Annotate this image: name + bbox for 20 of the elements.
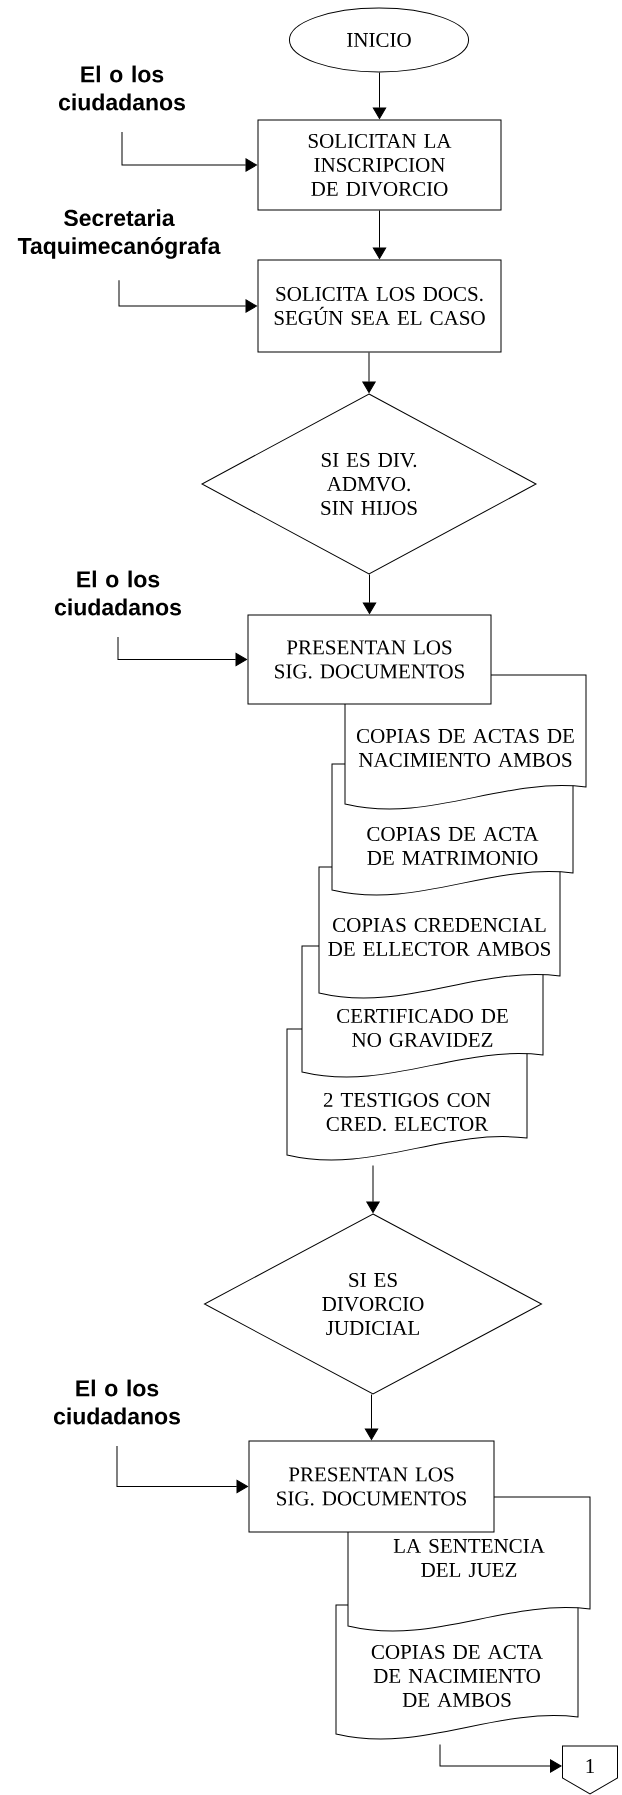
process-box: SOLICITA LOS DOCS. SEGÚN SEA EL CASO	[257, 259, 502, 353]
arrow	[362, 352, 376, 393]
arrow	[118, 279, 257, 313]
arrow	[121, 131, 257, 172]
arrow	[366, 1165, 380, 1213]
actor-label: El o los ciudadanos	[55, 570, 181, 616]
offpage-connector: 1	[562, 1745, 618, 1795]
arrow	[362, 574, 377, 614]
process-box: PRESENTAN LOS SIG. DOCUMENTOS	[248, 1440, 495, 1533]
process-box: PRESENTAN LOS SIG. DOCUMENTOS	[247, 614, 492, 705]
arrow	[372, 210, 387, 259]
process-box: SOLICITAN LA INSCRIPCION DE DIVORCIO	[257, 119, 502, 211]
arrow	[117, 636, 247, 667]
arrow	[372, 72, 387, 119]
arrow	[439, 1744, 562, 1773]
arrow	[364, 1394, 379, 1440]
actor-label: Secretaria Taquimecanógrafa	[17, 209, 221, 259]
actor-label: El o los ciudadanos	[59, 65, 185, 111]
actor-label: El o los ciudadanos	[54, 1379, 180, 1425]
arrow	[116, 1445, 248, 1494]
